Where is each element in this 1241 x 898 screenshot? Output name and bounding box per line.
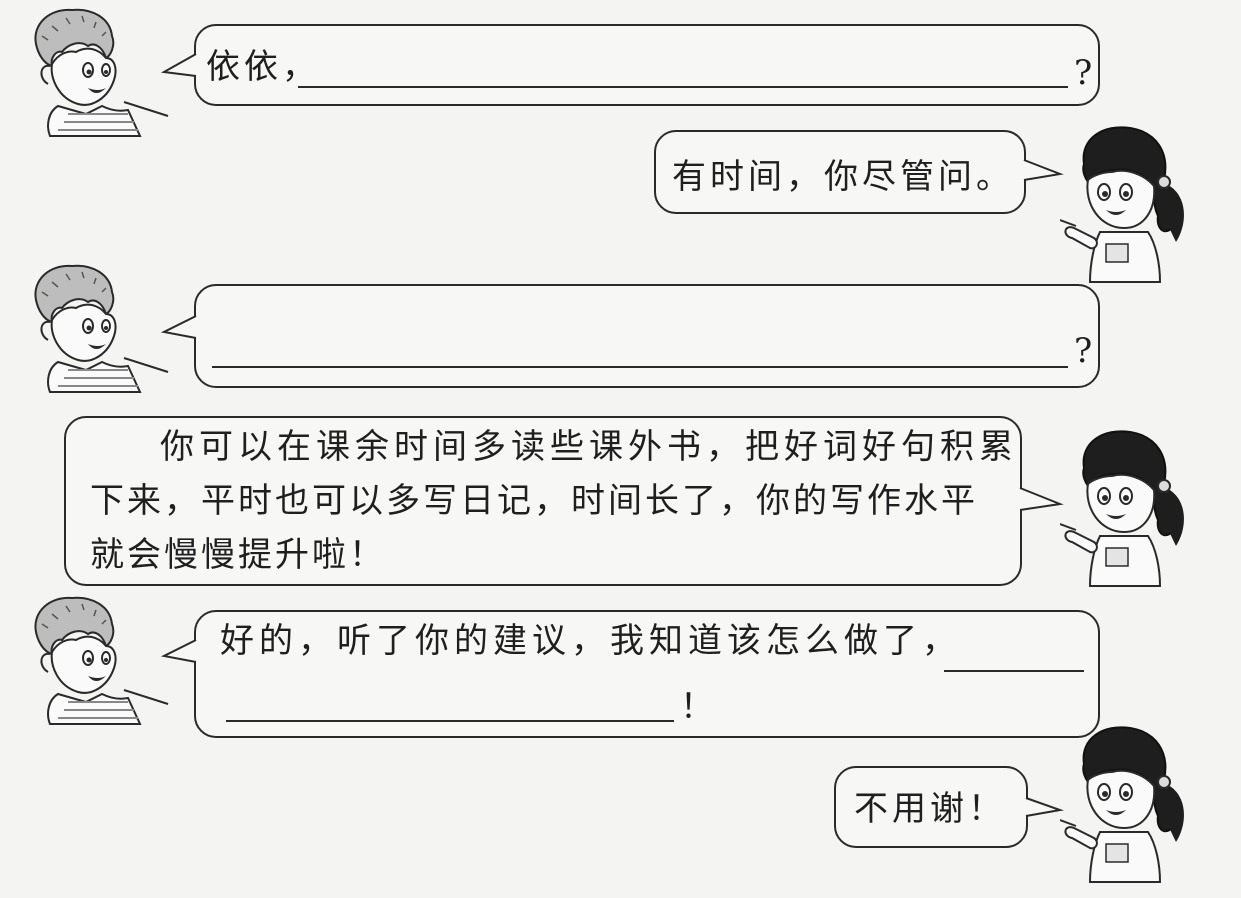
answer-blank-3b[interactable] [226,720,674,722]
answer-blank-1[interactable] [298,86,1068,88]
boy-character [34,8,170,138]
speech-bubble-4 [64,416,1022,586]
speech-bubble-2 [654,130,1026,214]
speech-bubble-5 [194,610,1100,738]
girl-character [1060,126,1185,284]
bubble-tail-right [1019,487,1064,511]
line-5-exclamation: ！ [680,687,718,727]
speech-bubble-1 [194,24,1100,106]
line-3-question-mark: ? [1074,331,1097,371]
line-1-text: 依依， [206,47,320,87]
advice-line-2: 下来，平时也可以多写日记，时间长了，你的写作水平 [90,481,978,521]
advice-line-1: 你可以在课余时间多读些课外书，把好词好句积累 [160,427,1018,467]
advice-line-3: 就会慢慢提升啦！ [90,535,386,575]
bubble-tail-right [1025,797,1064,817]
line-2-text: 有时间，你尽管问。 [672,157,1014,197]
girl-character [1060,726,1185,883]
bubble-tail-right [1023,159,1064,181]
boy-character [34,596,170,725]
bubble-tail-left [160,639,197,663]
girl-character [1060,430,1185,587]
line-1-question-mark: ? [1074,53,1097,93]
speech-bubble-3 [194,284,1100,388]
answer-blank-3a[interactable] [944,670,1084,672]
line-5-text: 好的，听了你的建议，我知道该怎么做了， [220,621,961,661]
bubble-tail-left [160,53,197,77]
boy-character [34,264,170,393]
line-6-text: 不用谢！ [854,789,1006,829]
bubble-tail-left [160,315,197,339]
answer-blank-2[interactable] [212,366,1068,368]
